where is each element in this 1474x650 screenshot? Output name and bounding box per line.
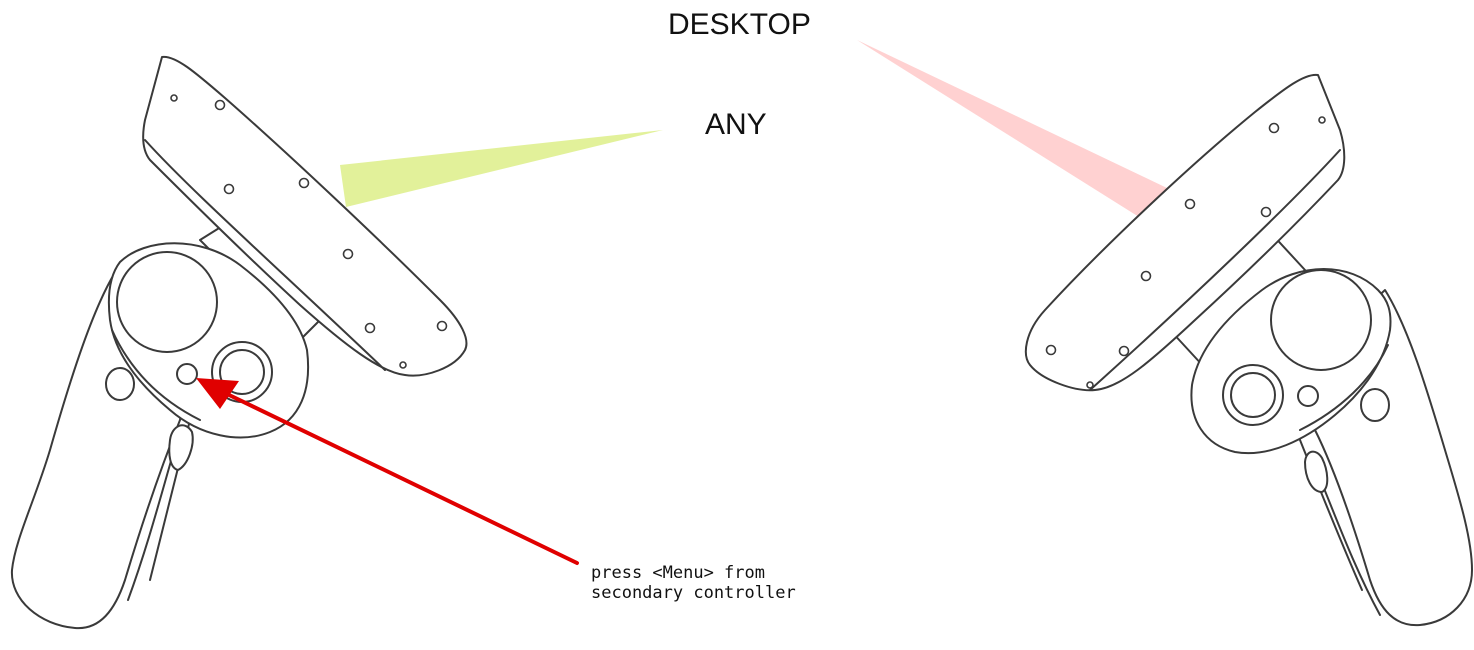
right-windows-button: [1360, 388, 1390, 422]
left-menu-button: [176, 363, 198, 385]
left-sensor-7: [436, 320, 448, 332]
desktop-beam: [857, 40, 1167, 222]
arrow-icon: [196, 378, 579, 565]
left-tracking-ring: [142, 55, 468, 377]
right-controller: [1024, 73, 1473, 627]
left-sensor-2: [214, 99, 226, 111]
right-thumbstick-inner: [1230, 372, 1276, 418]
right-menu-button: [1297, 385, 1319, 407]
right-ring-inner-edge: [1089, 149, 1341, 391]
left-side-button: [168, 424, 194, 471]
arrow-head: [196, 378, 239, 409]
left-sensor-5: [342, 248, 354, 260]
left-ring-inner-edge: [144, 139, 386, 371]
right-sensor-3: [1184, 198, 1196, 210]
left-head-seam: [111, 329, 201, 421]
right-sensor-4: [1260, 206, 1272, 218]
right-touchpad-icon: [1270, 269, 1372, 371]
left-touchpad-icon: [116, 251, 218, 353]
arrow-shaft: [223, 391, 579, 565]
right-sensor-1: [1318, 116, 1326, 124]
left-sensor-4: [298, 177, 310, 189]
right-tracking-ring: [1024, 73, 1346, 392]
right-sensor-6: [1045, 344, 1057, 356]
right-side-button: [1304, 450, 1329, 493]
desktop-label: DESKTOP: [668, 8, 811, 41]
menu-instruction-note: press <Menu> from secondary controller: [591, 563, 796, 603]
left-sensor-6: [364, 322, 376, 334]
left-sensor-8: [399, 361, 407, 369]
right-sensor-7: [1118, 345, 1130, 357]
left-controller: [10, 55, 468, 630]
any-beam: [340, 130, 663, 207]
left-sensor-3: [223, 183, 235, 195]
right-sensor-5: [1140, 270, 1152, 282]
right-sensor-8: [1086, 381, 1094, 389]
left-sensor-1: [170, 94, 178, 102]
right-head-seam: [1299, 344, 1389, 431]
any-label: ANY: [705, 108, 767, 141]
right-sensor-2: [1268, 122, 1280, 134]
left-windows-button: [105, 367, 135, 401]
